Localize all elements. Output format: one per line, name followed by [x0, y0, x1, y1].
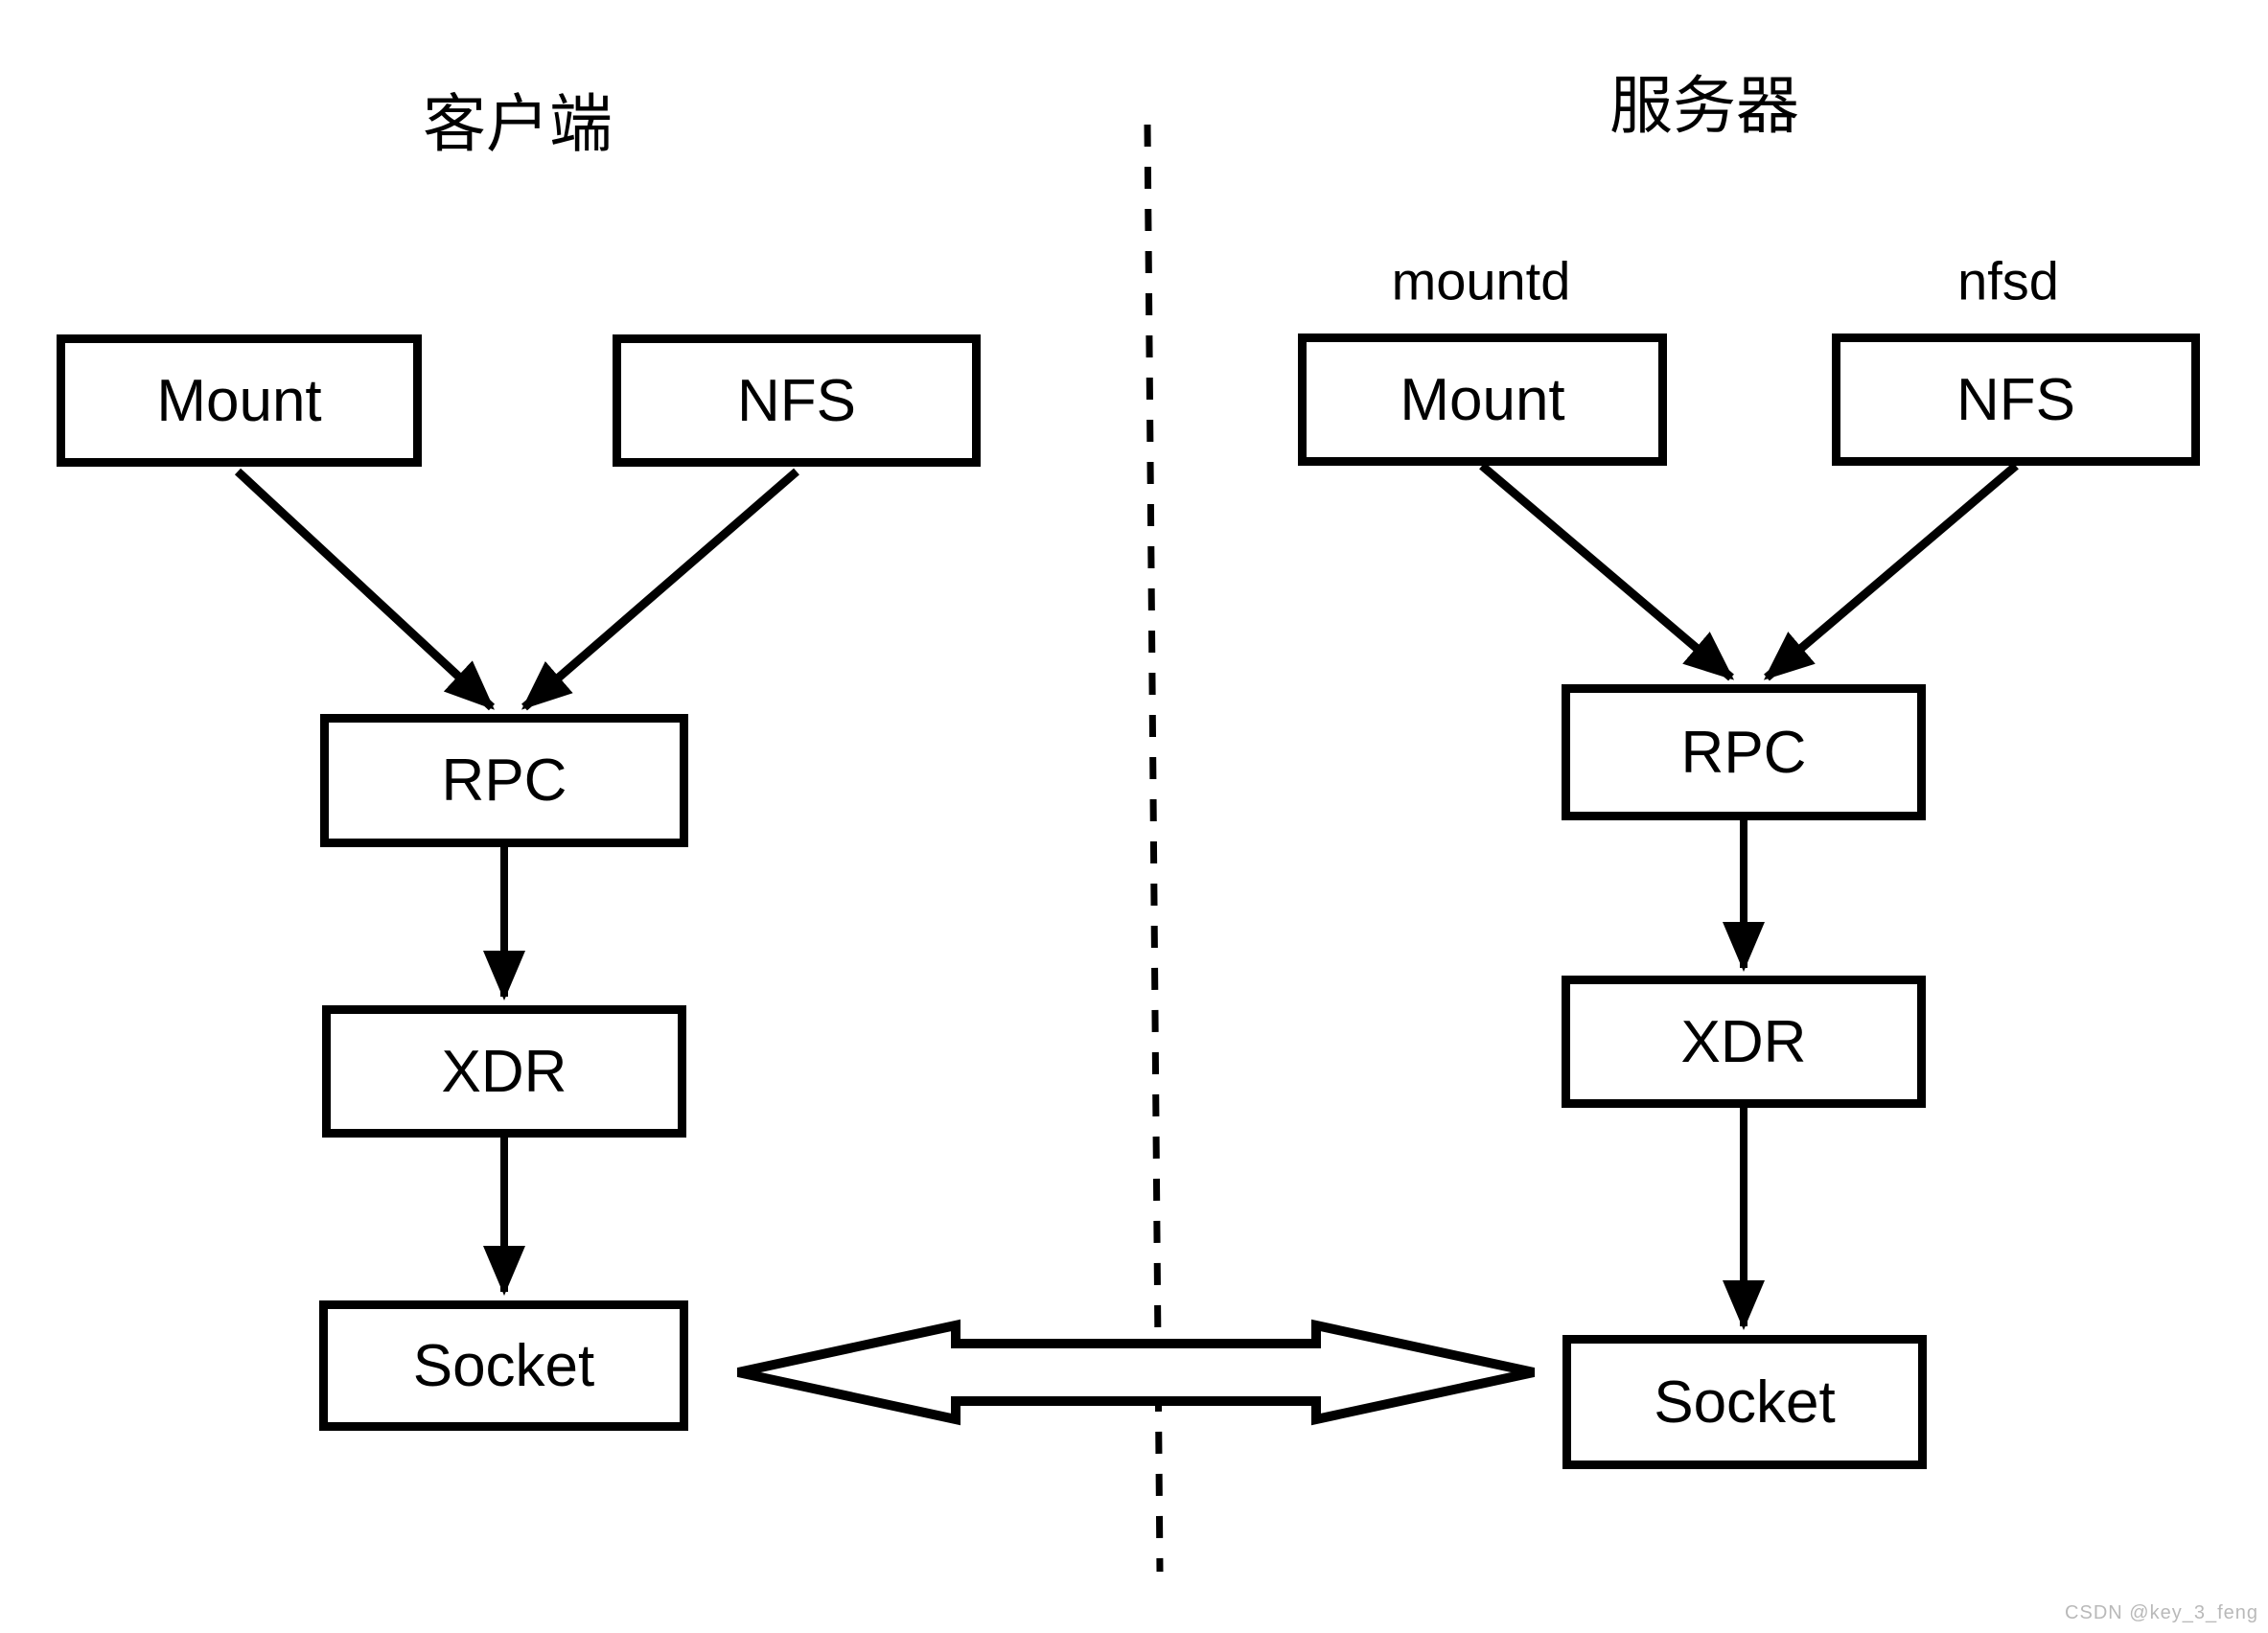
server-xdr-box: XDR — [1562, 976, 1926, 1108]
server-rpc-box: RPC — [1562, 684, 1926, 820]
server-nfs-to-rpc-arrow — [1763, 462, 2019, 681]
csdn-watermark: CSDN @key_3_feng — [2065, 1602, 2258, 1623]
client-mount-to-rpc-arrow — [234, 468, 496, 711]
server-nfs-box: NFS — [1832, 334, 2200, 466]
server-title: 服务器 — [1609, 70, 1799, 141]
client-nfs-to-rpc-arrow — [521, 468, 799, 711]
client-title: 客户端 — [423, 88, 613, 159]
client-server-divider-line — [1144, 124, 1164, 1573]
socket-double-arrow — [736, 1319, 1536, 1426]
client-xdr-box: XDR — [322, 1005, 686, 1138]
server-mount-to-rpc-arrow — [1479, 462, 1735, 681]
client-nfs-box: NFS — [613, 334, 981, 467]
server-socket-box: Socket — [1562, 1335, 1927, 1469]
client-rpc-box: RPC — [320, 714, 688, 847]
mountd-label: mountd — [1391, 250, 1571, 311]
client-socket-box: Socket — [319, 1300, 688, 1431]
server-mount-box: Mount — [1298, 334, 1667, 466]
nfsd-label: nfsd — [1957, 250, 2059, 311]
client-mount-box: Mount — [57, 334, 422, 467]
